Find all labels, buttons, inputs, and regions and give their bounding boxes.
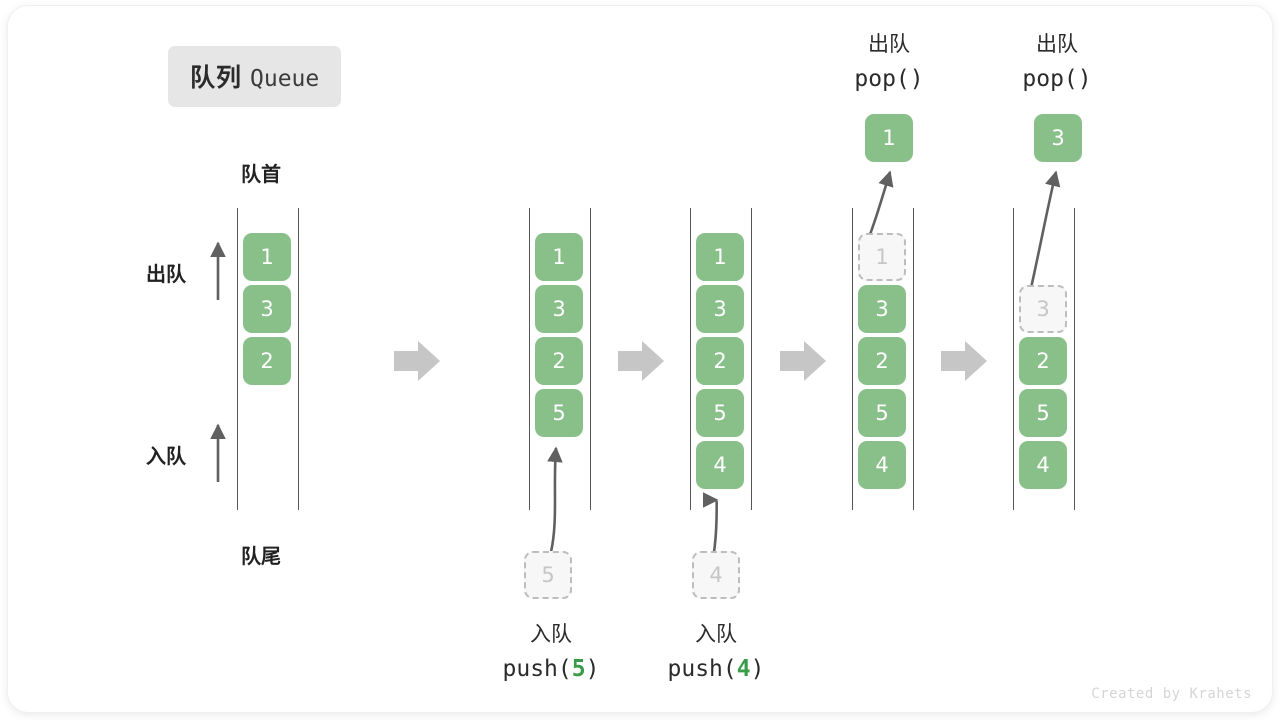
popped-element: 3 [1034,114,1082,162]
incoming-ghost-box: 4 [692,551,740,599]
queue-element: 5 [1019,389,1067,437]
queue-element: 1 [696,233,744,281]
queue-element: 4 [1019,441,1067,489]
op-code-prefix: pop( [1022,66,1078,92]
channel-rail-left [690,208,691,510]
front-label: 队首 [241,164,281,186]
queue-element: 2 [243,337,291,385]
queue-element: 5 [696,389,744,437]
op-label-push-5: 入队 push(5) [453,618,649,686]
incoming-ghost-box: 5 [524,551,572,599]
channel-rail-right [590,208,591,510]
op-code-suffix: ) [750,656,765,682]
op-code-prefix: push( [502,656,572,682]
channel-rail-left [852,208,853,510]
diagram-title-badge: 队列 Queue [168,46,342,107]
queue-channel-push-4: 1 3 2 5 4 [690,208,752,510]
flow-arrow-1 [394,341,440,381]
op-label-code: push(4) [618,652,814,686]
flow-arrow-2 [618,341,664,381]
queue-element: 1 [243,233,291,281]
queue-element: 2 [535,337,583,385]
queue-element-new: 5 [535,389,583,437]
queue-element-removed: 1 [858,233,906,281]
queue-element: 3 [696,285,744,333]
op-label-cn: 入队 [695,623,737,646]
op-label-code: pop() [814,62,964,96]
dequeue-label: 出队 [146,264,186,286]
op-code-suffix: ) [909,66,924,92]
queue-element: 2 [696,337,744,385]
title-en: Queue [250,66,320,92]
queue-element: 3 [243,285,291,333]
queue-channel-pop-3: 3 2 5 4 [1013,208,1075,510]
channel-rail-left [1013,208,1014,510]
queue-element: 5 [858,389,906,437]
enqueue-label: 入队 [146,446,186,468]
rear-label: 队尾 [241,546,281,568]
queue-element-new: 4 [696,441,744,489]
channel-rail-right [298,208,299,510]
op-label-cn: 入队 [530,623,572,646]
op-code-arg: 4 [736,656,751,682]
op-label-code: pop() [982,62,1132,96]
op-label-code: push(5) [453,652,649,686]
popped-element: 1 [865,114,913,162]
title-cn: 队列 [190,64,243,92]
channel-rail-right [913,208,914,510]
op-label-pop-3: 出队 pop() [982,28,1132,96]
queue-element: 3 [858,285,906,333]
queue-element: 4 [858,441,906,489]
push-5-arrow [547,446,563,553]
queue-channel-pop-1: 1 3 2 5 4 [852,208,914,510]
queue-element: 1 [535,233,583,281]
op-code-suffix: ) [585,656,600,682]
op-code-arg: 5 [571,656,586,682]
credit-text: Created by Krahets [1091,686,1252,702]
op-label-push-4: 入队 push(4) [618,618,814,686]
flow-arrow-4 [941,341,987,381]
flow-arrow-3 [780,341,826,381]
op-label-cn: 出队 [1036,33,1078,56]
op-label-cn: 出队 [868,33,910,56]
op-code-prefix: pop( [854,66,910,92]
channel-rail-left [529,208,530,510]
queue-channel-initial: 1 3 2 [237,208,299,510]
channel-rail-right [1074,208,1075,510]
push-4-arrow [702,492,719,553]
queue-element: 2 [1019,337,1067,385]
op-label-pop-1: 出队 pop() [814,28,964,96]
pop-3-arrow [1029,170,1061,289]
queue-element-removed: 3 [1019,285,1067,333]
op-code-suffix: ) [1077,66,1092,92]
queue-element: 3 [535,285,583,333]
queue-element: 2 [858,337,906,385]
channel-rail-right [751,208,752,510]
op-code-prefix: push( [667,656,737,682]
queue-channel-push-5: 1 3 2 5 [529,208,591,510]
channel-rail-left [237,208,238,510]
